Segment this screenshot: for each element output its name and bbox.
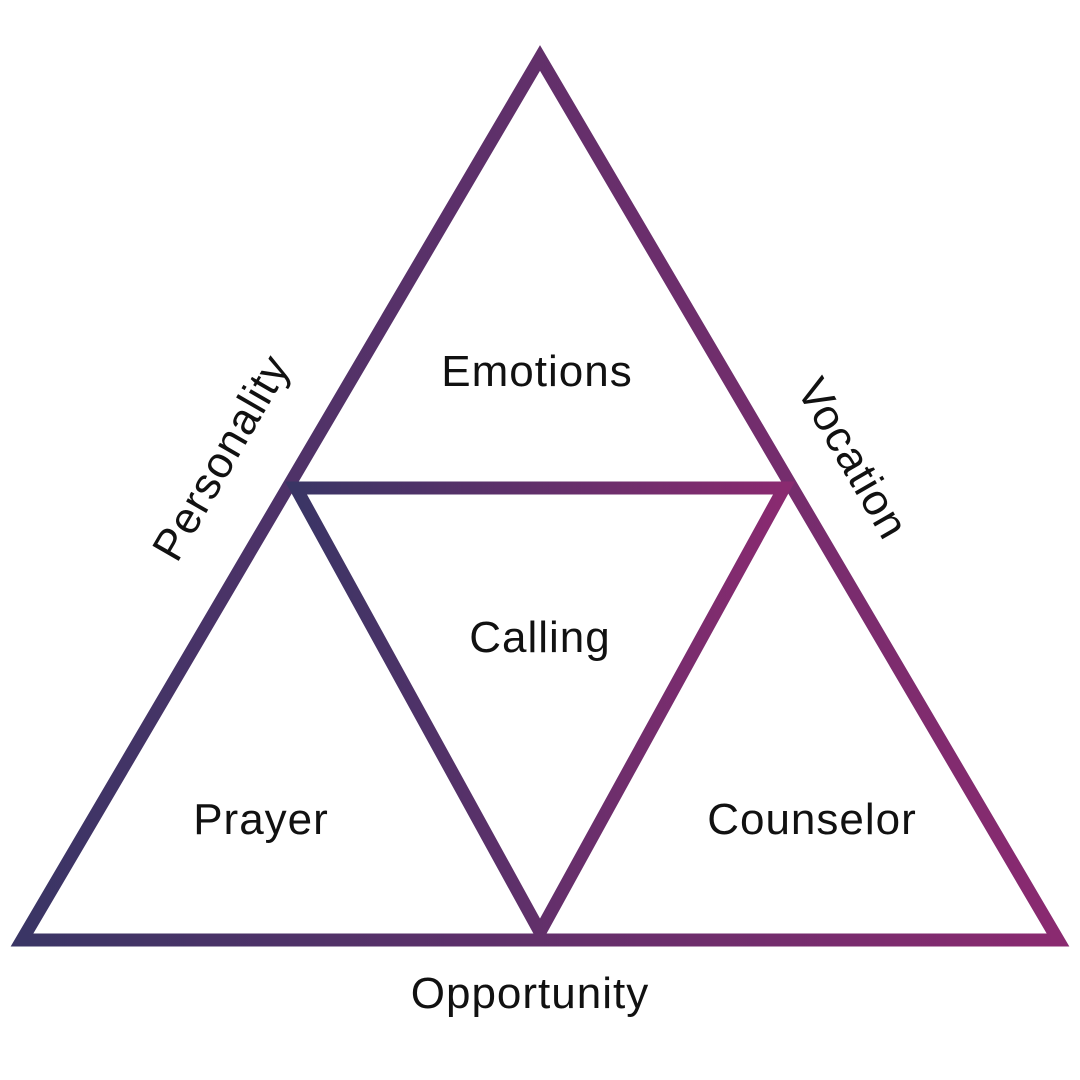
inner-inverted-triangle — [285, 481, 795, 946]
section-label-bottom-right: Counselor — [707, 795, 917, 844]
section-label-center: Calling — [469, 613, 611, 662]
side-label-bottom: Opportunity — [411, 969, 649, 1018]
section-label-top: Emotions — [441, 347, 632, 396]
section-label-bottom-left: Prayer — [193, 795, 329, 844]
side-label-left: Personality — [143, 346, 300, 569]
